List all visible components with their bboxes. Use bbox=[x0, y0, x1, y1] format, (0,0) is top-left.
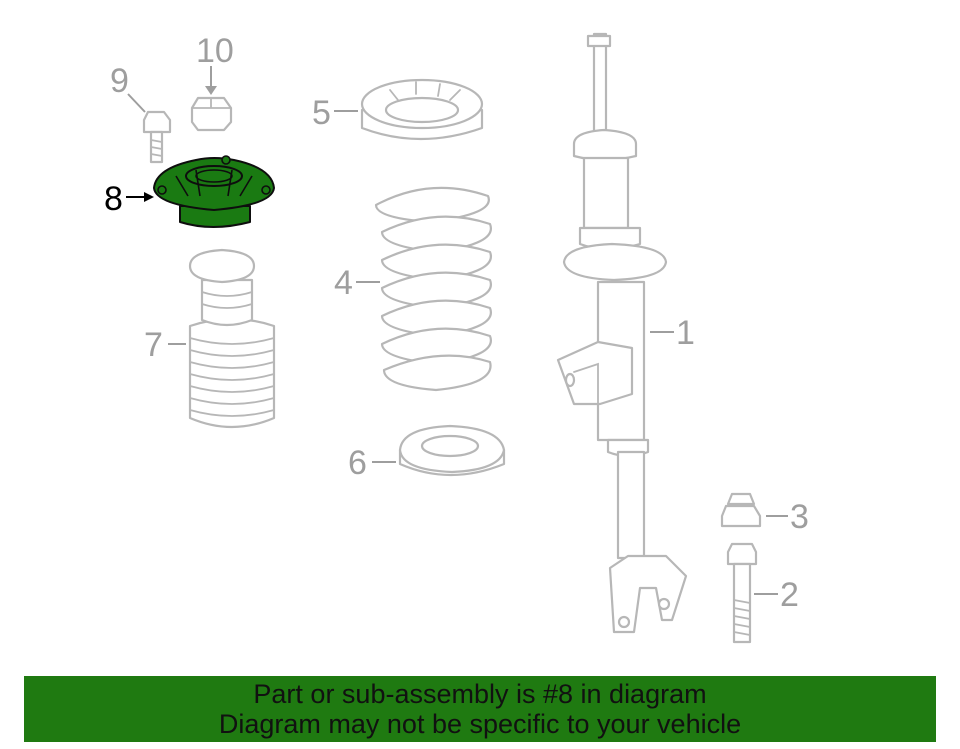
callout-7: 7 bbox=[144, 326, 163, 364]
callout-3: 3 bbox=[790, 498, 809, 536]
part-1-strut-assembly[interactable] bbox=[556, 32, 688, 634]
callout-5: 5 bbox=[312, 94, 331, 132]
part-9-bolt[interactable] bbox=[142, 110, 172, 164]
banner-line-2: Diagram may not be specific to your vehi… bbox=[218, 709, 742, 739]
leader-9 bbox=[127, 93, 146, 113]
info-banner: Part or sub-assembly is #8 in diagram Di… bbox=[24, 676, 936, 742]
part-2-bolt[interactable] bbox=[726, 542, 758, 644]
part-6-lower-spring-seat[interactable] bbox=[398, 424, 506, 477]
part-3-nut[interactable] bbox=[720, 492, 762, 528]
callout-9: 9 bbox=[110, 62, 129, 100]
callout-2: 2 bbox=[780, 576, 799, 614]
callout-1: 1 bbox=[676, 314, 695, 352]
callout-10: 10 bbox=[196, 32, 234, 70]
part-4-coil-spring[interactable] bbox=[374, 186, 492, 392]
part-5-upper-spring-seat[interactable] bbox=[360, 78, 484, 141]
suspension-exploded-diagram: 10 9 8 7 5 bbox=[104, 32, 809, 644]
part-8-strut-mount[interactable] bbox=[153, 155, 275, 228]
part-10-cap[interactable] bbox=[190, 96, 233, 132]
leader-10-arrow bbox=[205, 86, 217, 95]
banner-line-1: Part or sub-assembly is #8 in diagram bbox=[253, 679, 707, 709]
callout-6: 6 bbox=[348, 444, 367, 482]
callout-8: 8 bbox=[104, 180, 123, 218]
part-7-dust-boot[interactable] bbox=[188, 248, 276, 429]
callout-4: 4 bbox=[334, 264, 353, 302]
leader-8-arrow bbox=[144, 192, 154, 202]
